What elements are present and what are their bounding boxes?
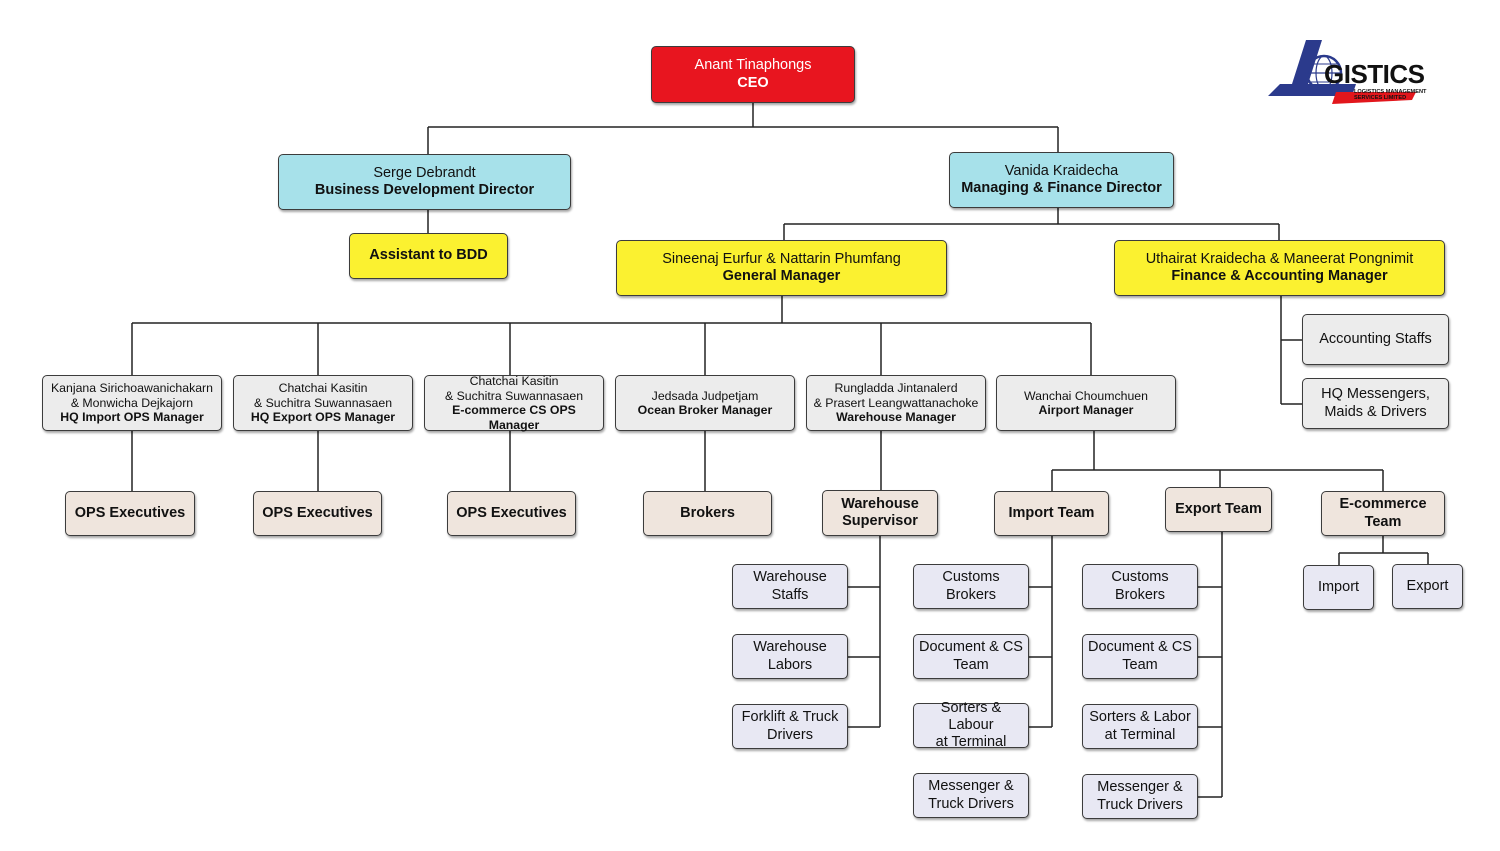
ecommerce-export-box: Export	[1392, 564, 1463, 609]
ecom-cs-name: Chatchai Kasitin & Suchitra Suwannasaen	[444, 374, 584, 403]
forklift-truck-drivers-box: Forklift & Truck Drivers	[732, 704, 848, 749]
warehouse-labors-label: Warehouse Labors	[753, 639, 827, 673]
export-customs-brokers-box: Customs Brokers	[1082, 564, 1198, 609]
airport-manager-box: Wanchai Choumchuen Airport Manager	[996, 375, 1176, 431]
hq-import-manager-box: Kanjana Sirichoawanichakarn & Monwicha D…	[42, 375, 222, 431]
assistant-bdd-label: Assistant to BDD	[369, 247, 488, 264]
ocean-role: Ocean Broker Manager	[637, 403, 773, 417]
mfd-role: Managing & Finance Director	[961, 180, 1162, 196]
brokers-box: Brokers	[643, 491, 772, 536]
export-document-cs-box: Document & CS Team	[1082, 634, 1198, 679]
airport-name: Wanchai Choumchuen	[1024, 388, 1148, 403]
bdd-box: Serge Debrandt Business Development Dire…	[278, 154, 571, 210]
warehouse-supervisor-label: Warehouse Supervisor	[841, 495, 919, 529]
ecommerce-export-label: Export	[1406, 577, 1449, 594]
ceo-role: CEO	[737, 74, 769, 91]
ops-executives-label: OPS Executives	[262, 504, 373, 521]
mfd-box: Vanida Kraidecha Managing & Finance Dire…	[949, 152, 1174, 208]
logo-word: GISTICS	[1324, 59, 1425, 89]
messenger-label: Messenger & Truck Drivers	[928, 778, 1014, 812]
messenger-label: Messenger & Truck Drivers	[1097, 779, 1183, 813]
ecommerce-team-box: E-commerce Team	[1321, 491, 1445, 536]
sorters-label: Sorters & Labour at Terminal	[935, 699, 1007, 751]
ceo-box: Anant Tinaphongs CEO	[651, 46, 855, 103]
warehouse-supervisor-box: Warehouse Supervisor	[822, 490, 938, 536]
hq-import-name: Kanjana Sirichoawanichakarn & Monwicha D…	[50, 381, 213, 410]
logo-subtitle: LOGISTICS MANAGEMENT SERVICES LIMITED	[1354, 89, 1427, 102]
brokers-label: Brokers	[680, 504, 735, 521]
import-customs-brokers-box: Customs Brokers	[913, 564, 1029, 609]
ocean-broker-manager-box: Jedsada Judpetjam Ocean Broker Manager	[615, 375, 795, 431]
ops-executives-label: OPS Executives	[74, 504, 186, 521]
warehouse-mgr-role: Warehouse Manager	[836, 410, 956, 425]
import-team-box: Import Team	[994, 491, 1109, 536]
export-team-label: Export Team	[1175, 500, 1262, 517]
fam-name: Uthairat Kraidecha & Maneerat Pongnimit	[1145, 250, 1414, 267]
warehouse-staffs-label: Warehouse Staffs	[753, 569, 827, 603]
ecommerce-import-box: Import	[1303, 565, 1374, 610]
ecom-cs-role: E-commerce CS OPS Manager	[452, 403, 576, 432]
document-cs-label: Document & CS Team	[919, 639, 1023, 673]
warehouse-staffs-box: Warehouse Staffs	[732, 564, 848, 609]
accounting-staffs-box: Accounting Staffs	[1302, 314, 1449, 365]
customs-brokers-label: Customs Brokers	[1111, 569, 1169, 603]
bdd-name: Serge Debrandt	[373, 164, 476, 181]
hq-import-role: HQ Import OPS Manager	[60, 410, 204, 425]
accounting-staffs-label: Accounting Staffs	[1319, 330, 1432, 347]
warehouse-mgr-name: Rungladda Jintanalerd & Prasert Leangwat…	[813, 381, 979, 410]
mfd-name: Vanida Kraidecha	[1004, 162, 1119, 179]
document-cs-label: Document & CS Team	[1088, 639, 1192, 673]
ops-executives-import-box: OPS Executives	[65, 491, 195, 536]
gm-role: General Manager	[722, 268, 841, 284]
import-team-label: Import Team	[1008, 504, 1095, 521]
export-sorters-box: Sorters & Labor at Terminal	[1082, 704, 1198, 749]
ops-executives-ecommerce-box: OPS Executives	[447, 491, 576, 536]
bdd-role: Business Development Director	[314, 182, 535, 198]
import-messenger-box: Messenger & Truck Drivers	[913, 773, 1029, 818]
general-manager-box: Sineenaj Eurfur & Nattarin Phumfang Gene…	[616, 240, 947, 296]
import-sorters-box: Sorters & Labour at Terminal	[913, 699, 1029, 751]
gm-name: Sineenaj Eurfur & Nattarin Phumfang	[662, 250, 901, 267]
hq-messengers-box: HQ Messengers, Maids & Drivers	[1302, 378, 1449, 429]
warehouse-manager-box: Rungladda Jintanalerd & Prasert Leangwat…	[806, 375, 986, 431]
hq-export-role: HQ Export OPS Manager	[250, 410, 396, 425]
ocean-name: Jedsada Judpetjam	[651, 388, 759, 403]
export-team-box: Export Team	[1165, 487, 1272, 532]
logistics-logo: GISTICS LOGISTICS MANAGEMENT SERVICES LI…	[1266, 40, 1450, 110]
finance-manager-box: Uthairat Kraidecha & Maneerat Pongnimit …	[1114, 240, 1445, 296]
ecommerce-cs-manager-box: Chatchai Kasitin & Suchitra Suwannasaen …	[424, 374, 604, 432]
ops-executives-export-box: OPS Executives	[253, 491, 382, 536]
ops-executives-label: OPS Executives	[456, 504, 567, 521]
fam-role: Finance & Accounting Manager	[1171, 268, 1388, 284]
forklift-truck-drivers-label: Forklift & Truck Drivers	[741, 709, 839, 743]
assistant-bdd-box: Assistant to BDD	[349, 233, 508, 279]
import-document-cs-box: Document & CS Team	[913, 634, 1029, 679]
hq-export-manager-box: Chatchai Kasitin & Suchitra Suwannasaen …	[233, 375, 413, 431]
ceo-name: Anant Tinaphongs	[694, 57, 812, 74]
ecommerce-team-label: E-commerce Team	[1339, 496, 1427, 530]
hq-messengers-label: HQ Messengers, Maids & Drivers	[1321, 386, 1430, 420]
hq-export-name: Chatchai Kasitin & Suchitra Suwannasaen	[253, 381, 393, 410]
warehouse-labors-box: Warehouse Labors	[732, 634, 848, 679]
globe-logo-icon	[1268, 40, 1416, 104]
ecommerce-import-label: Import	[1317, 578, 1360, 595]
sorters-label: Sorters & Labor at Terminal	[1089, 709, 1191, 743]
export-messenger-box: Messenger & Truck Drivers	[1082, 774, 1198, 819]
customs-brokers-label: Customs Brokers	[942, 569, 1000, 603]
airport-role: Airport Manager	[1038, 403, 1134, 417]
